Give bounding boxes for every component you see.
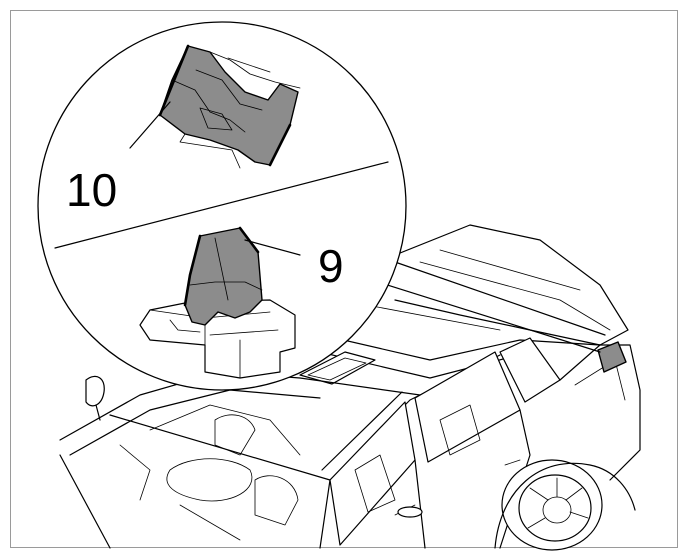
part-10-bracket xyxy=(129,44,301,169)
callout-9: 9 xyxy=(318,240,344,292)
detail-magnifier xyxy=(37,21,606,391)
leader-line-upper xyxy=(394,261,606,336)
callout-10: 10 xyxy=(66,164,117,216)
part-9-clip xyxy=(139,226,301,379)
magnifier-circle xyxy=(37,21,407,391)
leader-line-lower xyxy=(377,281,601,353)
detail-divider xyxy=(54,161,389,249)
part-10-leader xyxy=(129,101,171,149)
part-9-leader xyxy=(244,239,301,256)
